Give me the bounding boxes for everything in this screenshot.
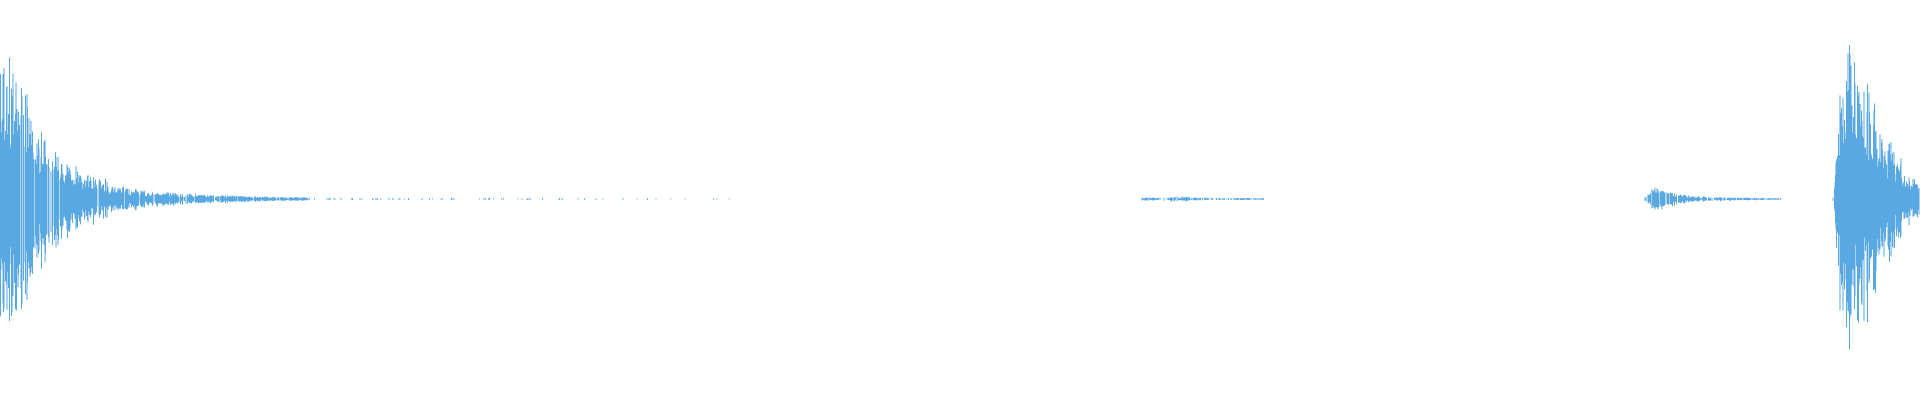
waveform-layer	[0, 45, 1920, 350]
waveform-trace	[0, 45, 1920, 350]
